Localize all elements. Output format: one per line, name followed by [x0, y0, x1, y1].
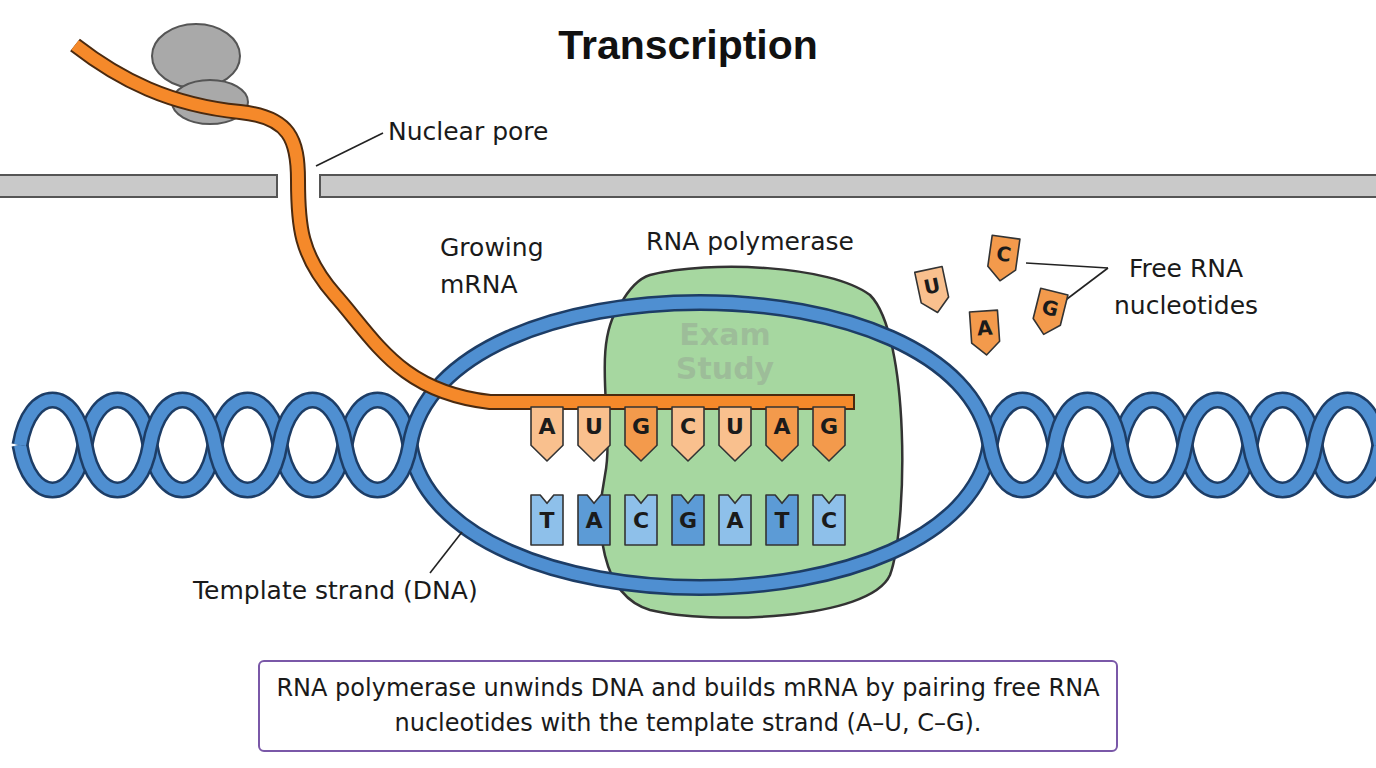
dna-nucleotide-shape	[531, 495, 563, 545]
mrna-outline	[75, 45, 855, 402]
base-letter: A	[718, 508, 752, 534]
leader-line	[430, 532, 462, 573]
base-letter: C	[671, 414, 705, 440]
rna-nucleotide-shape	[672, 407, 704, 461]
base-letter: U	[577, 414, 611, 440]
base-letter: G	[812, 414, 846, 440]
base-letter: G	[624, 414, 658, 440]
rna-nucleotide-shape	[813, 407, 845, 461]
rna-nucleotide-shape	[625, 407, 657, 461]
dna-double-helix	[20, 303, 1376, 588]
dna-nucleotide: C	[812, 494, 846, 546]
part-label: Growing mRNA	[440, 229, 585, 303]
free-nucleotide-shape	[915, 267, 952, 316]
rna-nucleotide-shape	[766, 407, 798, 461]
rna-nucleotide: G	[624, 406, 658, 462]
dna-nucleotide: A	[718, 494, 752, 546]
rna-nucleotide: U	[718, 406, 752, 462]
leader-line	[1063, 268, 1108, 302]
nuclear-envelope	[320, 175, 1376, 197]
enzyme-label: RNA polymerase	[590, 227, 910, 256]
free-nucleotide-shape	[1030, 288, 1068, 337]
base-letter: A	[765, 414, 799, 440]
dna-nucleotide: T	[530, 494, 564, 546]
caption-text: RNA polymerase unwinds DNA and builds mR…	[274, 671, 1102, 741]
rna-nucleotide: A	[765, 406, 799, 462]
rna-nucleotide: U	[577, 406, 611, 462]
caption-box: RNA polymerase unwinds DNA and builds mR…	[258, 660, 1118, 752]
dna-nucleotide: A	[577, 494, 611, 546]
base-letter: C	[812, 508, 846, 534]
dna-nucleotide-shape	[625, 495, 657, 545]
dna-nucleotide-shape	[672, 495, 704, 545]
rna-nucleotide-shape	[719, 407, 751, 461]
free-nucleotide-shape	[986, 235, 1020, 282]
base-letter: C	[624, 508, 658, 534]
dna-nucleotide-shape	[578, 495, 610, 545]
mrna-ribbon	[75, 45, 853, 402]
free-nucleotide: G	[1029, 287, 1069, 339]
part-label: Template strand (DNA)	[193, 575, 533, 607]
diagram-title: Transcription	[0, 20, 1376, 70]
dna-nucleotide-shape	[813, 495, 845, 545]
leader-line	[1026, 263, 1108, 268]
enzyme-blob-shape	[601, 267, 903, 618]
dna-nucleotide: C	[624, 494, 658, 546]
rna-nucleotide-shape	[531, 407, 563, 461]
leader-line	[316, 133, 383, 166]
part-label: Nuclear pore	[388, 116, 608, 148]
free-nucleotide-shape	[969, 310, 1000, 356]
rna-nucleotide-shape	[578, 407, 610, 461]
base-letter: G	[671, 508, 705, 534]
mrna-strand	[75, 45, 855, 402]
free-nucleotide: C	[985, 234, 1021, 284]
base-letter: T	[530, 508, 564, 534]
base-letter: A	[577, 508, 611, 534]
rna-nucleotide: C	[671, 406, 705, 462]
nuclear-envelope	[0, 175, 277, 197]
base-letter: A	[969, 315, 1001, 341]
base-letter: A	[530, 414, 564, 440]
dna-nucleotide: T	[765, 494, 799, 546]
base-letter: T	[765, 508, 799, 534]
watermark: Exam Study	[650, 318, 800, 386]
part-label: Free RNA nucleotides	[1098, 250, 1274, 324]
base-letter: U	[718, 414, 752, 440]
rna-nucleotide: G	[812, 406, 846, 462]
base-letter: C	[987, 240, 1020, 268]
free-nucleotide: A	[968, 309, 1001, 357]
ribosome-subunit	[152, 24, 240, 88]
dna-nucleotide: G	[671, 494, 705, 546]
dna-nucleotide-shape	[766, 495, 798, 545]
free-nucleotide: U	[914, 265, 953, 316]
rna-nucleotide: A	[530, 406, 564, 462]
dna-nucleotide-shape	[719, 495, 751, 545]
